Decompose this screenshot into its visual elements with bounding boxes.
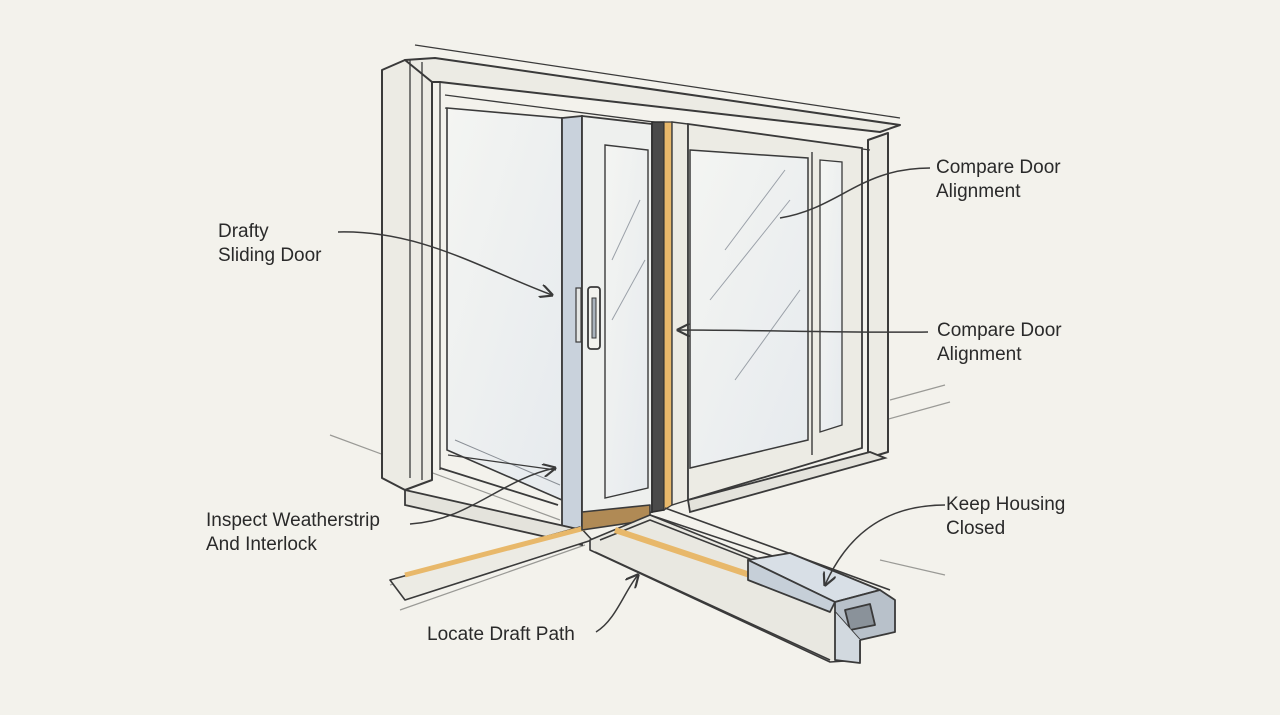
leader-housing — [825, 504, 946, 585]
left-glass-panel — [446, 107, 563, 502]
leader-inspect — [409, 468, 555, 525]
callout-leaders — [337, 167, 946, 633]
threshold-track — [389, 504, 891, 663]
callout-compare-door-alignment-upper: Compare Door Alignment — [936, 157, 1061, 202]
callout-locate-draft-path: Locate Draft Path — [427, 624, 575, 645]
right-glass-panel — [687, 122, 863, 502]
leader-compare-lower — [678, 330, 929, 332]
leader-draft-path — [595, 575, 638, 633]
leader-compare-upper — [779, 167, 931, 219]
callout-inspect-weatherstrip: Inspect Weatherstrip And Interlock — [206, 510, 380, 555]
door-handle-icon — [575, 286, 601, 350]
outer-frame — [381, 57, 901, 491]
bottom-sill — [404, 451, 888, 547]
weatherstrip-housing — [747, 552, 896, 664]
callout-compare-door-alignment-lower: Compare Door Alignment — [937, 320, 1062, 365]
sliding-door-panel — [561, 114, 653, 531]
leader-drafty-door — [337, 231, 552, 295]
interlock-stile — [651, 121, 689, 513]
callout-drafty-sliding-door: Drafty Sliding Door — [218, 221, 322, 266]
callout-keep-housing-closed: Keep Housing Closed — [946, 494, 1066, 539]
